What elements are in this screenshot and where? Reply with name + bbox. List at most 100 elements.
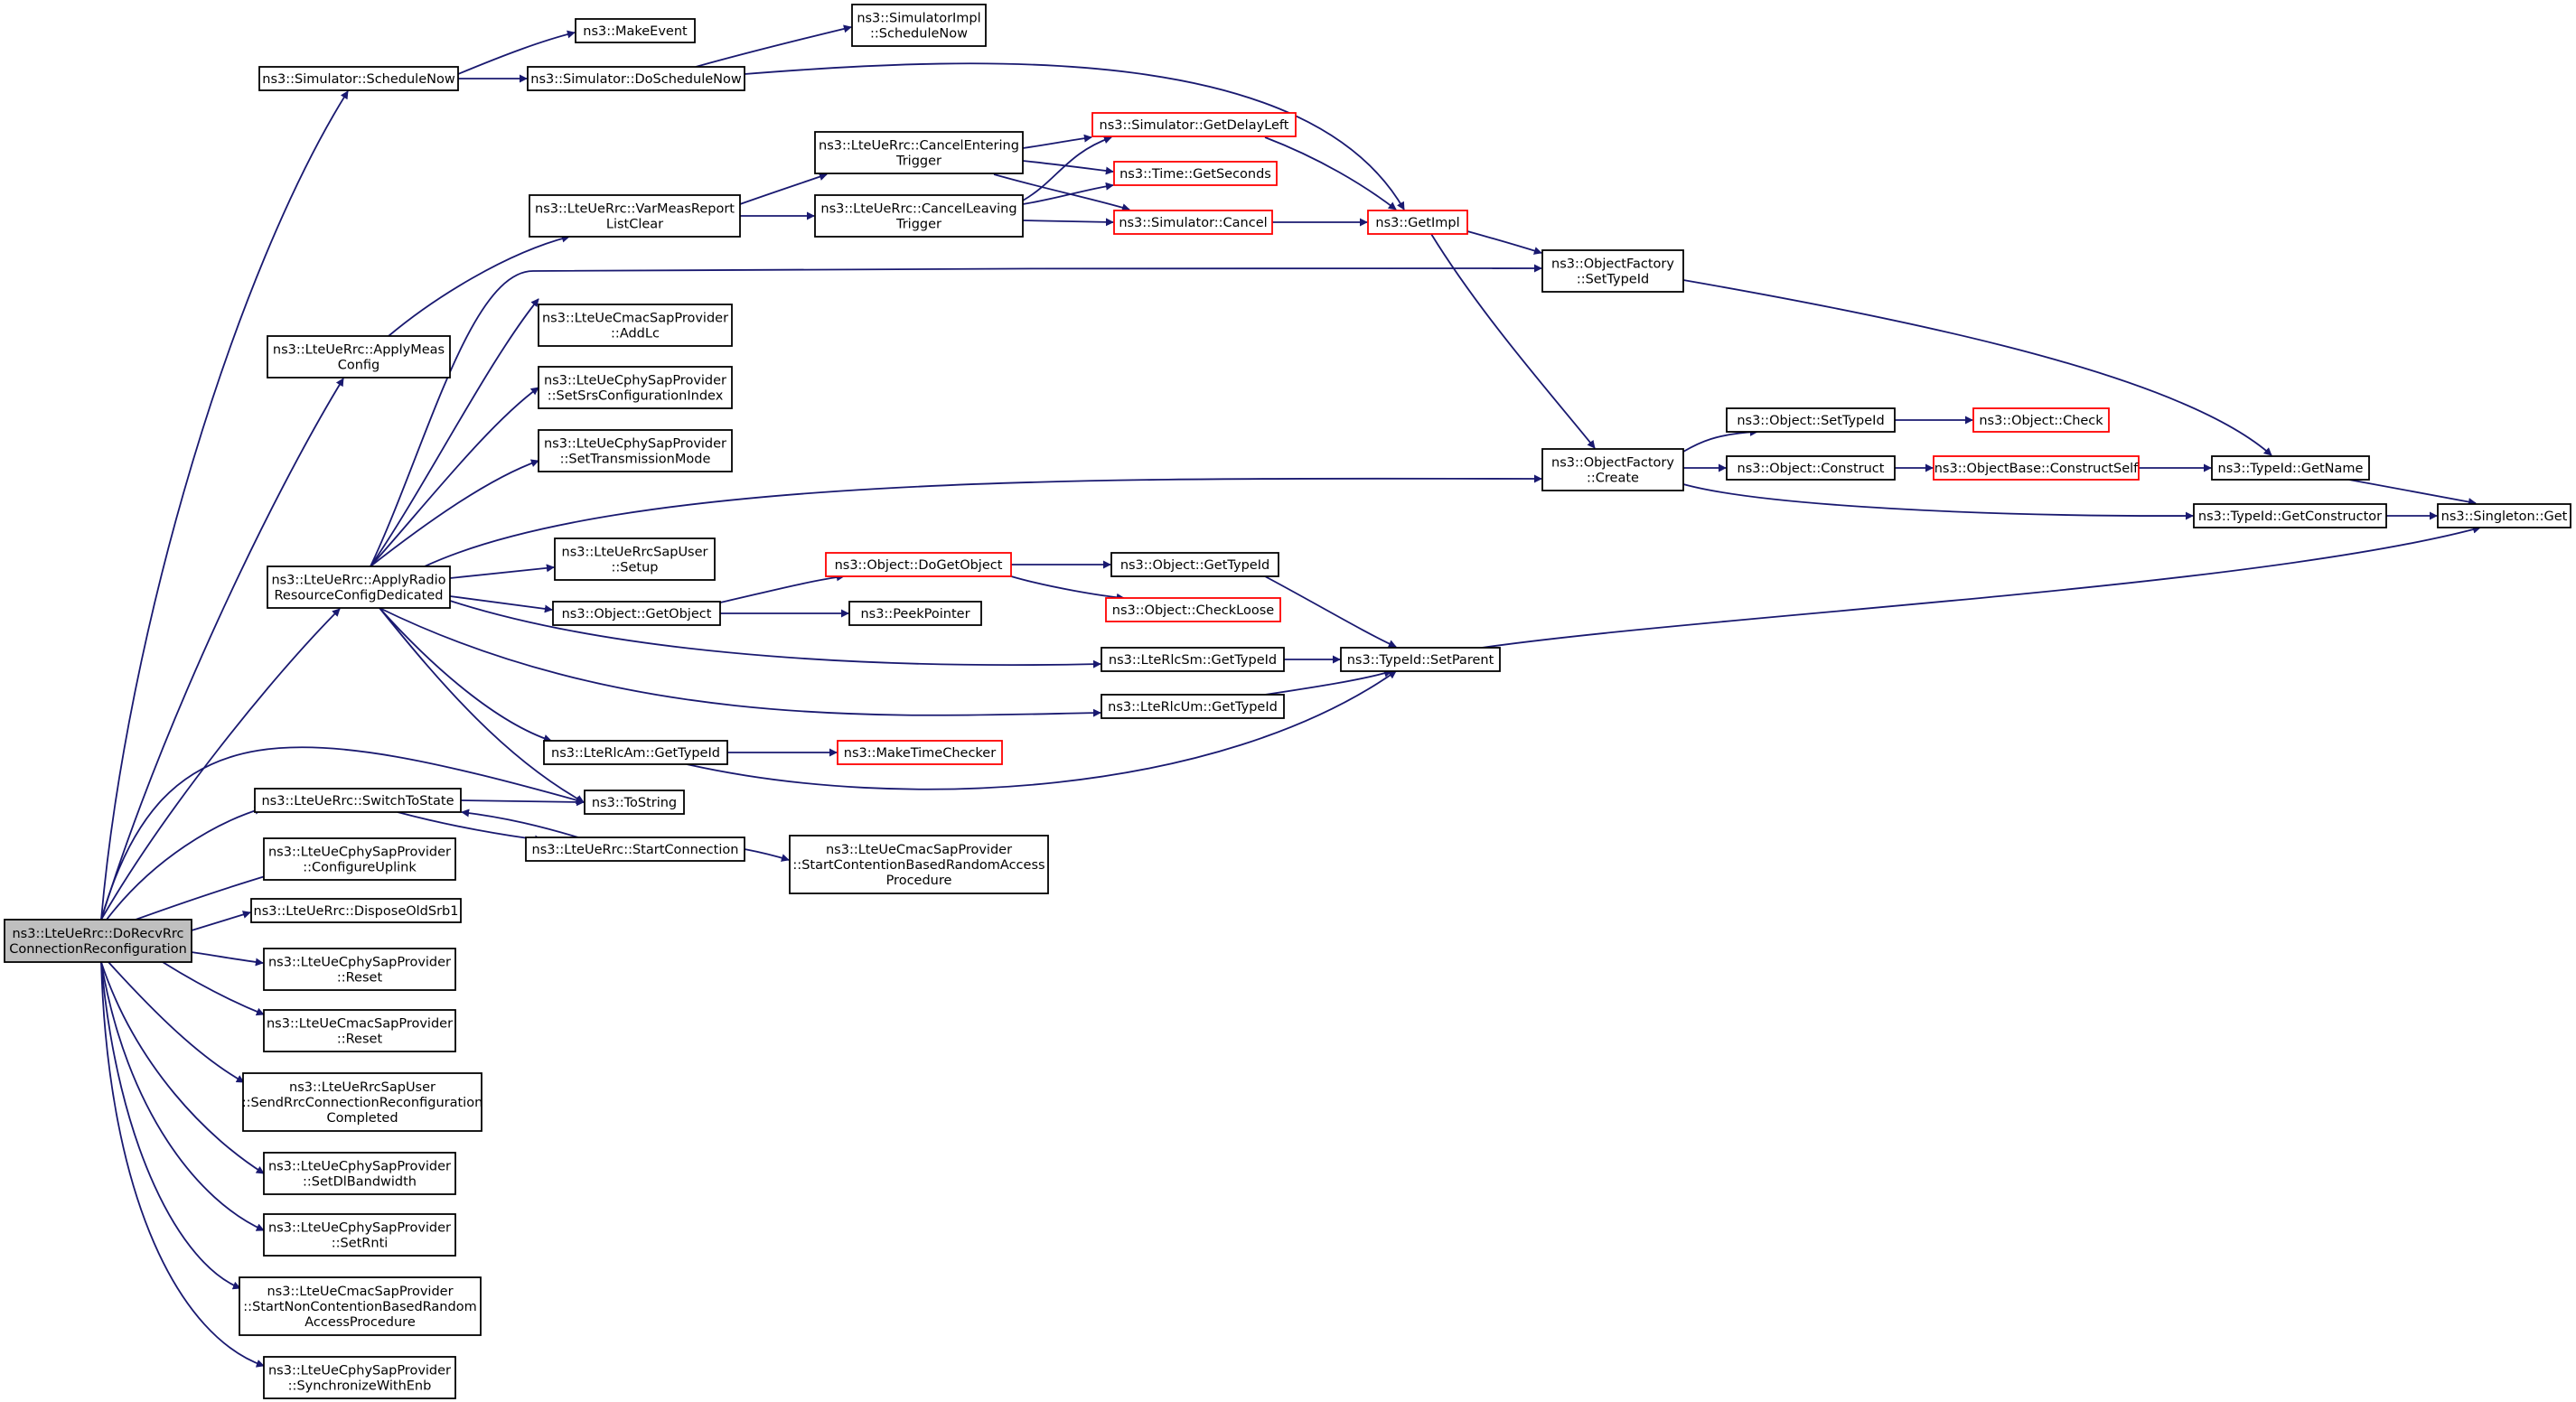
node-box[interactable] bbox=[837, 740, 1003, 765]
node-rrcsapuser_setup[interactable]: ns3::LteUeRrcSapUser::Setup bbox=[554, 537, 716, 581]
node-box[interactable] bbox=[527, 66, 745, 91]
node-switchtostate[interactable]: ns3::LteUeRrc::SwitchToState bbox=[254, 788, 462, 813]
node-obj_check[interactable]: ns3::Object::Check bbox=[1972, 407, 2110, 433]
node-setsrs[interactable]: ns3::LteUeCphySapProvider::SetSrsConfigu… bbox=[538, 366, 733, 409]
node-box[interactable] bbox=[1110, 552, 1279, 577]
node-root[interactable]: ns3::LteUeRrc::DoRecvRrcConnectionReconf… bbox=[4, 919, 192, 963]
node-obj_settypeid[interactable]: ns3::Object::SetTypeId bbox=[1726, 407, 1896, 433]
node-cphy_reset[interactable]: ns3::LteUeCphySapProvider::Reset bbox=[263, 948, 456, 991]
node-typeid_setparent[interactable]: ns3::TypeId::SetParent bbox=[1340, 647, 1501, 672]
node-box[interactable] bbox=[851, 4, 987, 47]
node-box[interactable] bbox=[584, 790, 685, 815]
node-box[interactable] bbox=[1105, 597, 1281, 622]
node-box[interactable] bbox=[575, 18, 696, 43]
node-getseconds[interactable]: ns3::Time::GetSeconds bbox=[1113, 161, 1278, 186]
node-box[interactable] bbox=[538, 429, 733, 472]
node-rlcsm_gettypeid[interactable]: ns3::LteRlcSm::GetTypeId bbox=[1101, 647, 1285, 672]
node-of_create[interactable]: ns3::ObjectFactory::Create bbox=[1541, 448, 1684, 491]
node-sendrrcreconf[interactable]: ns3::LteUeRrcSapUser::SendRrcConnectionR… bbox=[242, 1072, 483, 1132]
node-box[interactable] bbox=[263, 837, 456, 881]
node-obj_construct[interactable]: ns3::Object::Construct bbox=[1726, 455, 1896, 481]
node-peekpointer[interactable]: ns3::PeekPointer bbox=[848, 601, 982, 626]
node-box[interactable] bbox=[1541, 249, 1684, 293]
node-dogetobject[interactable]: ns3::Object::DoGetObject bbox=[825, 552, 1012, 577]
node-of_settypeid[interactable]: ns3::ObjectFactory::SetTypeId bbox=[1541, 249, 1684, 293]
node-cmac_reset[interactable]: ns3::LteUeCmacSapProvider::Reset bbox=[263, 1009, 456, 1052]
node-box[interactable] bbox=[1933, 455, 2140, 481]
node-box[interactable] bbox=[258, 66, 459, 91]
node-box[interactable] bbox=[1091, 112, 1297, 137]
node-box[interactable] bbox=[267, 565, 451, 609]
node-box[interactable] bbox=[2211, 455, 2370, 481]
node-obj_gettypeid[interactable]: ns3::Object::GetTypeId bbox=[1110, 552, 1279, 577]
node-startncbra[interactable]: ns3::LteUeCmacSapProvider::StartNonConte… bbox=[239, 1276, 482, 1336]
node-typeid_getname[interactable]: ns3::TypeId::GetName bbox=[2211, 455, 2370, 481]
node-box[interactable] bbox=[263, 1152, 456, 1195]
node-sim_doschedulenow[interactable]: ns3::Simulator::DoScheduleNow bbox=[527, 66, 745, 91]
node-box[interactable] bbox=[538, 304, 733, 347]
node-box[interactable] bbox=[263, 1009, 456, 1052]
node-box[interactable] bbox=[1541, 448, 1684, 491]
node-box[interactable] bbox=[1726, 407, 1896, 433]
node-box[interactable] bbox=[267, 335, 451, 379]
node-box[interactable] bbox=[263, 948, 456, 991]
node-simimpl_schedulenow[interactable]: ns3::SimulatorImpl::ScheduleNow bbox=[851, 4, 987, 47]
node-box[interactable] bbox=[538, 366, 733, 409]
node-box[interactable] bbox=[4, 919, 192, 963]
node-rlcum_gettypeid[interactable]: ns3::LteRlcUm::GetTypeId bbox=[1101, 694, 1285, 719]
node-disposeoldsrb1[interactable]: ns3::LteUeRrc::DisposeOldSrb1 bbox=[250, 898, 462, 923]
node-getdelayleft[interactable]: ns3::Simulator::GetDelayLeft bbox=[1091, 112, 1297, 137]
node-singleton_get[interactable]: ns3::Singleton::Get bbox=[2437, 503, 2571, 528]
node-box[interactable] bbox=[1113, 161, 1278, 186]
node-checkloose[interactable]: ns3::Object::CheckLoose bbox=[1105, 597, 1281, 622]
node-box[interactable] bbox=[254, 788, 462, 813]
node-configureuplink[interactable]: ns3::LteUeCphySapProvider::ConfigureUpli… bbox=[263, 837, 456, 881]
node-box[interactable] bbox=[1113, 210, 1273, 235]
node-box[interactable] bbox=[1101, 647, 1285, 672]
node-maketimechecker[interactable]: ns3::MakeTimeChecker bbox=[837, 740, 1003, 765]
node-box[interactable] bbox=[814, 194, 1024, 238]
node-box[interactable] bbox=[1367, 210, 1468, 235]
node-tostring[interactable]: ns3::ToString bbox=[584, 790, 685, 815]
node-box[interactable] bbox=[242, 1072, 482, 1132]
node-box[interactable] bbox=[543, 740, 728, 765]
node-box[interactable] bbox=[239, 1276, 482, 1336]
node-rlcam_gettypeid[interactable]: ns3::LteRlcAm::GetTypeId bbox=[543, 740, 728, 765]
node-addlc[interactable]: ns3::LteUeCmacSapProvider::AddLc bbox=[538, 304, 733, 347]
node-box[interactable] bbox=[525, 837, 745, 862]
node-startconnection[interactable]: ns3::LteUeRrc::StartConnection bbox=[525, 837, 745, 862]
node-sim_schedulenow[interactable]: ns3::Simulator::ScheduleNow bbox=[258, 66, 459, 91]
node-box[interactable] bbox=[814, 131, 1024, 174]
node-box[interactable] bbox=[789, 835, 1049, 894]
node-constructself[interactable]: ns3::ObjectBase::ConstructSelf bbox=[1933, 455, 2140, 481]
node-syncwithenb[interactable]: ns3::LteUeCphySapProvider::SynchronizeWi… bbox=[263, 1356, 456, 1399]
node-box[interactable] bbox=[552, 601, 721, 626]
node-box[interactable] bbox=[554, 537, 716, 581]
node-getimpl[interactable]: ns3::GetImpl bbox=[1367, 210, 1468, 235]
node-box[interactable] bbox=[825, 552, 1012, 577]
node-box[interactable] bbox=[1101, 694, 1285, 719]
node-applyradio[interactable]: ns3::LteUeRrc::ApplyRadioResourceConfigD… bbox=[267, 565, 451, 609]
node-setrnti[interactable]: ns3::LteUeCphySapProvider::SetRnti bbox=[263, 1213, 456, 1257]
node-getobject[interactable]: ns3::Object::GetObject bbox=[552, 601, 721, 626]
node-box[interactable] bbox=[263, 1356, 456, 1399]
node-box[interactable] bbox=[2193, 503, 2387, 528]
node-settxmode[interactable]: ns3::LteUeCphySapProvider::SetTransmissi… bbox=[538, 429, 733, 472]
node-startcbra[interactable]: ns3::LteUeCmacSapProvider::StartContenti… bbox=[789, 835, 1049, 894]
node-typeid_getconstructor[interactable]: ns3::TypeId::GetConstructor bbox=[2193, 503, 2387, 528]
node-box[interactable] bbox=[848, 601, 982, 626]
node-box[interactable] bbox=[250, 898, 462, 923]
node-box[interactable] bbox=[263, 1213, 456, 1257]
node-box[interactable] bbox=[1972, 407, 2110, 433]
node-setdlbandwidth[interactable]: ns3::LteUeCphySapProvider::SetDlBandwidt… bbox=[263, 1152, 456, 1195]
node-box[interactable] bbox=[529, 194, 741, 238]
node-box[interactable] bbox=[2437, 503, 2571, 528]
node-box[interactable] bbox=[1726, 455, 1896, 481]
node-simcancel[interactable]: ns3::Simulator::Cancel bbox=[1113, 210, 1273, 235]
node-makeevent[interactable]: ns3::MakeEvent bbox=[575, 18, 696, 43]
node-box[interactable] bbox=[1340, 647, 1501, 672]
